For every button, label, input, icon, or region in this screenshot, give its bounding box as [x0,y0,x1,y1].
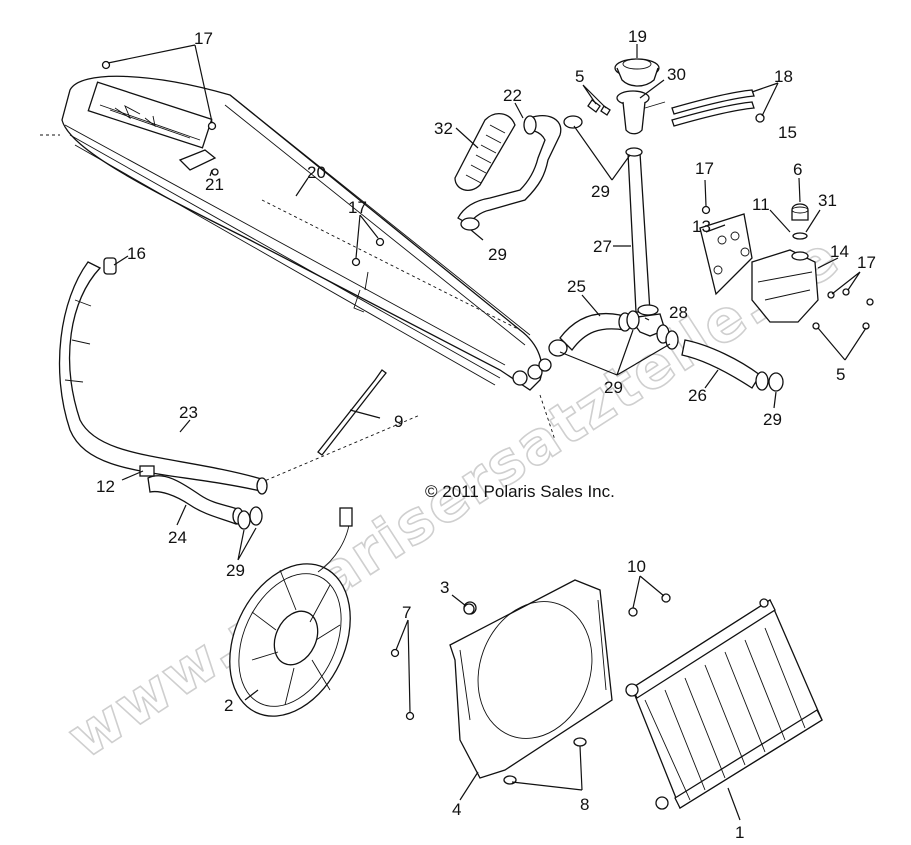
part-20-tube-bundle [61,75,552,391]
part-22-hose [457,115,562,227]
callout-19: 19 [628,27,647,46]
callout-30: 30 [667,65,686,84]
callout-23: 23 [179,403,198,422]
callout-10: 10 [627,557,646,576]
part-21-clip [178,149,219,176]
callout-31: 31 [818,191,837,210]
callout-2: 2 [224,696,233,715]
part-6-reservoir-cap [791,203,809,221]
part-23-hose [58,261,268,495]
callout-1: 1 [735,823,744,842]
part-14-reservoir [751,249,819,323]
part-2-fan-shroud [229,507,353,717]
callout-29: 29 [604,378,623,397]
callout-13: 13 [692,217,711,236]
clamp-29-upper-left [460,217,480,231]
bolt-17-bracket [701,205,711,215]
part-28-tee [628,304,670,344]
callout-22: 22 [503,86,522,105]
callout-17: 17 [695,159,714,178]
bolt-17-right [812,288,874,330]
callout-11: 11 [752,195,770,214]
part-25-hose [559,312,632,351]
callout-17: 17 [348,198,367,217]
callout-18: 18 [774,67,793,86]
callout-8: 8 [580,795,589,814]
part-9-tie [317,369,387,456]
part-27-pipe [625,147,651,313]
part-26-hose [681,339,769,391]
callout-16: 16 [127,244,146,263]
callout-6: 6 [793,160,802,179]
part-16-clamp [103,257,117,275]
part-29-clamps-lower [237,506,263,530]
callout-5: 5 [836,365,845,384]
callout-21: 21 [205,175,224,194]
callout-27: 27 [593,237,612,256]
bolt-17-icon [101,60,385,267]
callout-labels: 17 21 20 17 16 9 23 12 24 29 32 22 29 5 … [96,27,876,842]
callout-29: 29 [226,561,245,580]
copyright-text: © 2011 Polaris Sales Inc. [425,482,615,501]
callout-28: 28 [669,303,688,322]
part-32-sleeve [454,113,516,191]
part-19-cap [614,58,660,87]
part-31-seal [792,232,808,240]
part-5-small-fitting [587,99,611,116]
callout-5: 5 [575,67,584,86]
callout-25: 25 [567,277,586,296]
part-30-filler-neck [616,90,666,135]
callout-4: 4 [452,800,461,819]
callout-26: 26 [688,386,707,405]
callout-29: 29 [488,245,507,264]
clamp-29-tee [626,310,640,330]
leader-dash-20 [40,134,556,486]
clamp-29-upper [563,115,583,129]
part-13-bracket [699,213,753,296]
clamp-29-left [548,339,568,357]
callout-17: 17 [194,29,213,48]
callout-15: 15 [778,123,797,142]
callout-20: 20 [307,163,326,182]
callout-32: 32 [434,119,453,138]
part-3-nut [463,603,475,615]
clamp-29-far-right [768,372,784,392]
part-7-bolts [390,648,415,721]
part-1-radiator [625,598,823,810]
clamp-29-right [665,330,679,350]
callout-14: 14 [830,242,849,261]
callout-7: 7 [402,603,411,622]
callout-29: 29 [591,182,610,201]
callout-9: 9 [394,412,403,431]
callout-3: 3 [440,578,449,597]
callout-12: 12 [96,477,115,496]
callout-17: 17 [857,253,876,272]
leader-lines [107,44,867,821]
callout-24: 24 [168,528,187,547]
part-8-grommets [503,737,587,785]
part-18-overflow-hoses [671,89,765,127]
callout-29: 29 [763,410,782,429]
